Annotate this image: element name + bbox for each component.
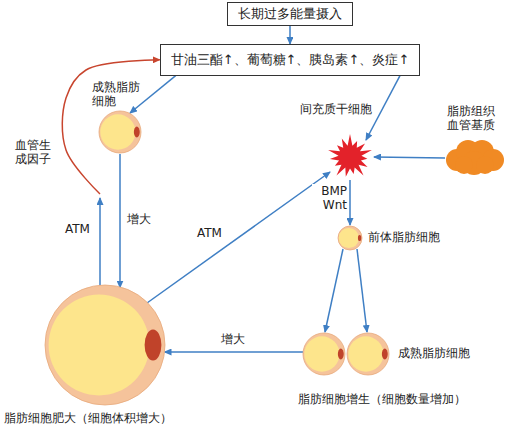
edge-label: ATM xyxy=(196,226,223,240)
cell-membrane xyxy=(303,333,345,375)
edge-label: 增大 xyxy=(126,212,152,226)
process-box: 长期过多能量摄入 xyxy=(227,2,353,26)
text-holder: 间充质干细胞 xyxy=(300,102,380,116)
lipid-droplet xyxy=(304,336,339,371)
cell-membrane xyxy=(99,111,141,153)
edge-label: 增大 xyxy=(220,332,246,346)
cell-membrane xyxy=(45,285,165,405)
lipid-droplet xyxy=(100,114,135,149)
hypertrophic-fat-cell-shape xyxy=(0,280,232,428)
edge-label: 血管生成因子 xyxy=(14,138,54,167)
process-box: 甘油三酯↑、葡萄糖↑、胰岛素↑、炎症↑ xyxy=(160,44,421,76)
cell-nucleus xyxy=(145,329,162,360)
lipid-droplet xyxy=(348,336,383,371)
node-label: 间充质干细胞 xyxy=(300,102,380,116)
stroma-cloud xyxy=(455,156,473,174)
node-label: 成熟脂肪细胞 xyxy=(92,80,144,109)
cell-nucleus xyxy=(358,235,361,241)
cell-nucleus xyxy=(134,127,140,138)
node-label: 前体脂肪细胞 xyxy=(368,230,446,244)
arrow-connector xyxy=(325,249,343,332)
arrow-connector xyxy=(99,198,101,286)
fat-cell-pair: 成熟脂肪细胞脂肪细胞增生（细胞数量增加） xyxy=(262,330,502,416)
box-text: 甘油三酯↑、葡萄糖↑、胰岛素↑、炎症↑ xyxy=(171,52,410,68)
cell-nucleus xyxy=(382,349,388,360)
lipid-droplet xyxy=(339,228,359,248)
arrow-connector xyxy=(357,249,367,332)
stroma-cloud xyxy=(476,156,494,174)
arrow-connector xyxy=(374,157,445,158)
arrow-connector xyxy=(289,26,291,44)
text-holder: 前体脂肪细胞 xyxy=(368,230,446,244)
arrow-connector xyxy=(147,172,330,303)
stem-cell-burst xyxy=(328,134,372,177)
stem-cell: 间充质干细胞 xyxy=(300,102,390,184)
arrow-connector xyxy=(349,180,351,225)
node-label: 脂肪细胞肥大（细胞体积增大） xyxy=(4,411,230,425)
box-text: 长期过多能量摄入 xyxy=(238,6,342,22)
arrow-connector xyxy=(119,154,121,288)
text-holder: 脂肪细胞肥大（细胞体积增大） xyxy=(4,411,230,425)
lipid-droplet xyxy=(49,295,150,396)
cell-membrane xyxy=(347,333,389,375)
arrow-connector xyxy=(62,60,159,194)
preadipocyte: 前体脂肪细胞 xyxy=(336,222,446,254)
node-label: 成熟脂肪细胞 xyxy=(398,346,488,360)
node-label: 脂肪细胞增生（细胞数量增加） xyxy=(262,392,502,406)
text-holder: 脂肪细胞增生（细胞数量增加） xyxy=(262,392,502,406)
edge-label: BMP Wnt xyxy=(312,184,348,213)
arrow-connector xyxy=(165,351,304,353)
cell-nucleus xyxy=(338,349,344,360)
text-holder: 脂肪组织血管基质 xyxy=(447,104,497,133)
vascular-stroma: 脂肪组织血管基质 xyxy=(436,104,508,176)
cell-membrane xyxy=(338,226,362,250)
text-holder: 成熟脂肪细胞 xyxy=(398,346,488,360)
text-holder: 成熟脂肪细胞 xyxy=(92,80,144,109)
node-label: 脂肪组织血管基质 xyxy=(447,104,497,133)
fat-cell: 成熟脂肪细胞 xyxy=(92,80,164,176)
edge-label: ATM xyxy=(64,222,91,236)
hypertrophic-fat-cell: 脂肪细胞肥大（细胞体积增大） xyxy=(0,280,232,428)
